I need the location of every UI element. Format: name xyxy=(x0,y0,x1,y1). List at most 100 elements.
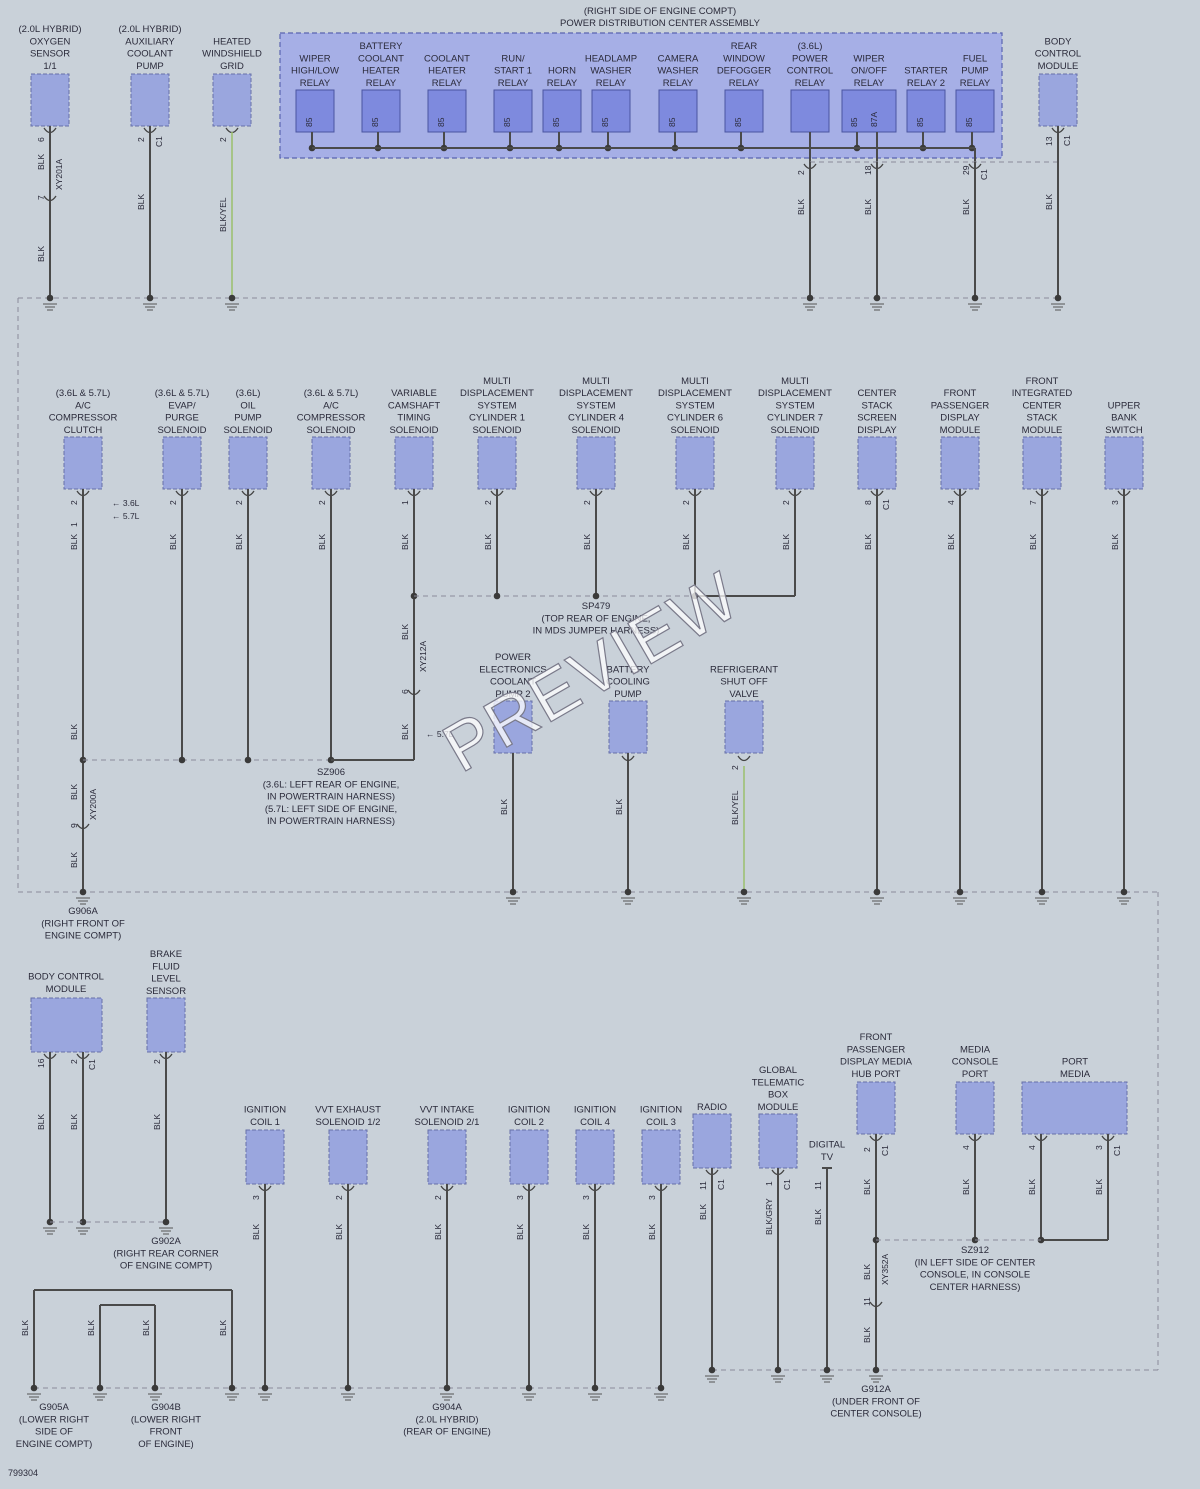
vvt_in-box[interactable] xyxy=(427,1129,467,1185)
connector-c1: C1 xyxy=(87,1059,97,1070)
coil1-box[interactable] xyxy=(245,1129,285,1185)
undefined xyxy=(740,888,748,896)
variant-5-7l: ← 5.7L xyxy=(426,729,454,739)
port-media-box[interactable] xyxy=(1021,1081,1128,1135)
ac_solenoid-box[interactable] xyxy=(311,436,351,490)
coil1-label-line: COIL 1 xyxy=(250,1117,280,1128)
pecp-label-line: COOLANT xyxy=(490,677,536,688)
coil3-box[interactable] xyxy=(641,1129,681,1185)
media-console-port-label-line: MEDIA xyxy=(960,1044,991,1055)
relay-0[interactable] xyxy=(295,89,335,133)
bcm-top-box[interactable] xyxy=(1038,73,1078,127)
coil2-box[interactable] xyxy=(509,1129,549,1185)
ground-symbol xyxy=(225,1393,239,1401)
pecp-box[interactable] xyxy=(493,700,533,754)
body-control-module-bottom-label-line: BODY CONTROL xyxy=(28,972,104,983)
pecp-label-line: POWER xyxy=(495,652,531,663)
relay-2[interactable] xyxy=(427,89,467,133)
evap-label-line: EVAP/ xyxy=(168,400,196,411)
relay-11[interactable] xyxy=(955,89,995,133)
mds1-label-line: CYLINDER 1 xyxy=(469,413,525,424)
heated-windshield-grid-label-line: HEATED xyxy=(213,36,251,47)
wire-color: BLK xyxy=(863,534,873,550)
brake-sensor-box[interactable] xyxy=(146,997,186,1053)
mds6-label-line: SYSTEM xyxy=(675,400,714,411)
splice-sz912-line: (IN LEFT SIDE OF CENTER xyxy=(915,1257,1036,1268)
relay-3[interactable] xyxy=(493,89,533,133)
ground-symbol xyxy=(654,1393,668,1401)
connector-symbol xyxy=(407,689,421,696)
relay-8[interactable] xyxy=(790,89,830,133)
pecp-label-line: PUMP 2 xyxy=(495,689,530,700)
vvt_ex-box[interactable] xyxy=(328,1129,368,1185)
connector-xy212a: XY212A xyxy=(418,640,428,672)
relay-4[interactable] xyxy=(542,89,582,133)
pdc-title: POWER DISTRIBUTION CENTER ASSEMBLY xyxy=(560,18,761,29)
wire-color: BLK xyxy=(863,199,873,215)
body-control-module-top-label-line: MODULE xyxy=(1038,61,1079,72)
relay-9[interactable] xyxy=(841,89,897,133)
ficsm-box[interactable] xyxy=(1022,436,1062,490)
relay-pin: 87A xyxy=(869,112,879,127)
rsov-box[interactable] xyxy=(724,700,764,754)
csd-box[interactable] xyxy=(857,436,897,490)
gtbm-box[interactable] xyxy=(758,1113,798,1169)
mds4-box[interactable] xyxy=(576,436,616,490)
relay-10[interactable] xyxy=(906,89,946,133)
relay-6[interactable] xyxy=(658,89,698,133)
pdc-relay-3-label-line: START 1 xyxy=(494,66,532,77)
undefined xyxy=(228,1384,236,1392)
pin: 4 xyxy=(946,500,956,505)
fpdmh-box[interactable] xyxy=(856,1081,896,1135)
bcm-bottom-box[interactable] xyxy=(30,997,103,1053)
ficsm-label-line: CENTER xyxy=(1022,400,1061,411)
ground-g905a-line: G905A xyxy=(39,1402,69,1413)
relay-7[interactable] xyxy=(724,89,764,133)
media-console-port-label-line: PORT xyxy=(962,1069,988,1080)
ubs-box[interactable] xyxy=(1104,436,1144,490)
coil4-box[interactable] xyxy=(575,1129,615,1185)
pin: 3 xyxy=(515,1195,525,1200)
ground-symbol xyxy=(27,1393,41,1401)
wire-color: BLK xyxy=(581,1224,591,1240)
front-passenger-media-hub-label-line: DISPLAY MEDIA xyxy=(840,1057,913,1068)
mds1-box[interactable] xyxy=(477,436,517,490)
undefined xyxy=(872,1366,880,1374)
mcp-box[interactable] xyxy=(955,1081,995,1135)
undefined xyxy=(1054,294,1062,302)
relay-1[interactable] xyxy=(361,89,401,133)
fpdm-box[interactable] xyxy=(940,436,980,490)
mds6-box[interactable] xyxy=(675,436,715,490)
ficsm-label-line: FRONT xyxy=(1026,376,1059,387)
vct-box[interactable] xyxy=(394,436,434,490)
mds7-box[interactable] xyxy=(775,436,815,490)
evap-box[interactable] xyxy=(162,436,202,490)
radio-box[interactable] xyxy=(692,1113,732,1169)
oxygen-sensor-box[interactable] xyxy=(30,73,70,127)
aux-coolant-pump-box[interactable] xyxy=(130,73,170,127)
bcp-box[interactable] xyxy=(608,700,648,754)
relay-5[interactable] xyxy=(591,89,631,133)
pdc-relay-0-label-line: HIGH/LOW xyxy=(291,66,339,77)
undefined xyxy=(261,1384,269,1392)
mds1-label-line: DISPLACEMENT xyxy=(460,388,534,399)
splice-sp479-line: SP479 xyxy=(582,601,611,612)
oil_pump-box[interactable] xyxy=(228,436,268,490)
mds1-label-line: MULTI xyxy=(483,376,511,387)
connector-symbol xyxy=(869,1301,883,1308)
undefined xyxy=(344,1384,352,1392)
connector-c1: C1 xyxy=(880,1145,890,1156)
heated-windshield-box[interactable] xyxy=(212,73,252,127)
brake-fluid-sensor-label-line: BRAKE xyxy=(150,949,182,960)
ac_clutch-box[interactable] xyxy=(63,436,103,490)
relay-pin: 85 xyxy=(502,117,512,127)
pin: 1 xyxy=(69,522,79,527)
